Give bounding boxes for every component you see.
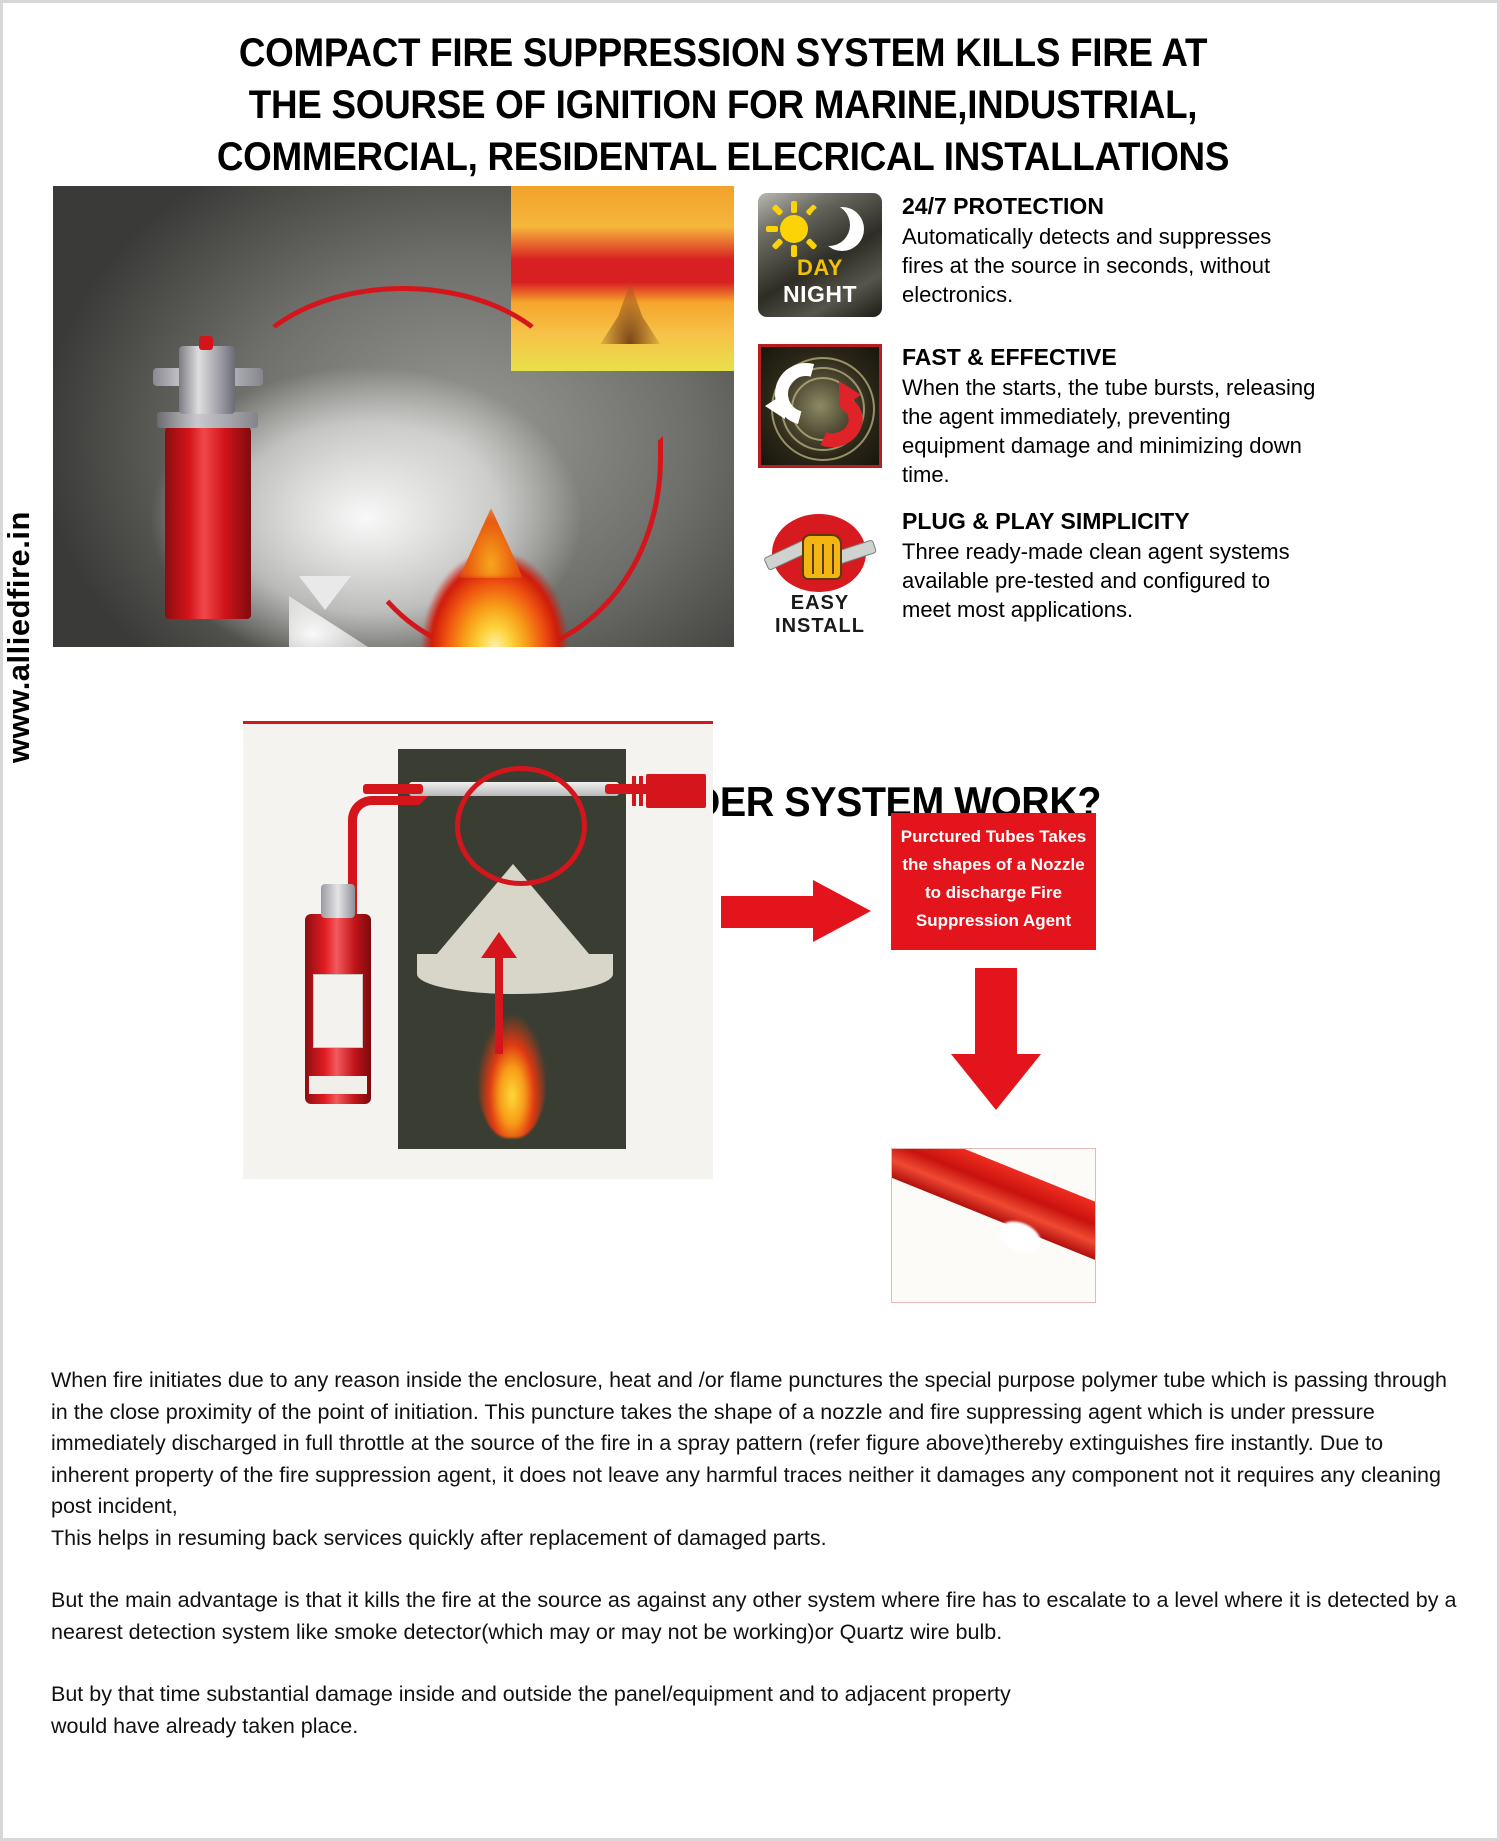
cylinder-collar <box>157 412 258 428</box>
fist-icon <box>802 534 842 580</box>
paragraph-5: would have already taken place. <box>51 1713 359 1738</box>
diagram-up-arrow-shaft <box>495 954 503 1054</box>
feature-heading: 24/7 PROTECTION <box>902 193 1104 219</box>
easy-install-fist-wrench-icon: EASY INSTALL <box>758 508 882 632</box>
red-polymer-tube <box>892 1149 1095 1272</box>
diagram-fire <box>478 986 546 1138</box>
callout-line-1: Purctured Tubes Takes <box>900 827 1087 846</box>
diagram-up-arrow-head <box>481 932 517 958</box>
paragraph-1: When fire initiates due to any reason in… <box>51 1368 1447 1518</box>
arrow-head <box>813 880 871 942</box>
valve-knob <box>199 336 213 350</box>
feature-heading: PLUG & PLAY SIMPLICITY <box>902 508 1190 534</box>
sun-ray <box>791 245 797 257</box>
arrow-head <box>951 1054 1041 1110</box>
diagram-extinguisher-valve <box>321 884 355 918</box>
red-arrow-head <box>839 381 861 409</box>
moon-icon <box>808 204 864 251</box>
diagram-tube-right <box>605 784 655 794</box>
callout-line-2: the shapes of a Nozzle <box>902 855 1085 874</box>
icon-label-night: NIGHT <box>782 281 858 307</box>
feature-body: PLUG & PLAY SIMPLICITY Three ready-made … <box>902 508 1318 624</box>
callout-line-3: to discharge Fire <box>925 883 1062 902</box>
icon-label-day: DAY <box>797 255 843 280</box>
day-night-icon: DAY NIGHT <box>758 193 882 317</box>
sun-ray <box>766 226 778 232</box>
diagram-extinguisher-band <box>309 1076 367 1094</box>
sun-icon <box>780 215 808 243</box>
title-line-1: COMPACT FIRE SUPPRESSION SYSTEM KILLS FI… <box>238 31 1208 75</box>
paragraph-3: But the main advantage is that it kills … <box>51 1588 1457 1644</box>
arrow-shaft <box>721 896 817 928</box>
callout-line-4: Suppression Agent <box>915 911 1072 930</box>
title-line-3: COMMERCIAL, RESIDENTAL ELECRICAL INSTALL… <box>216 135 1230 179</box>
diagram-extinguisher-label <box>313 974 363 1048</box>
body-copy: When fire initiates due to any reason in… <box>51 1365 1461 1742</box>
discharge-nozzle <box>299 576 351 610</box>
sun-ray <box>771 237 784 251</box>
title-line-2: THE SOURSE OF IGNITION FOR MARINE,INDUST… <box>248 83 1198 127</box>
cylinder-valve <box>179 346 235 414</box>
icon-label-easy-install: EASY INSTALL <box>775 592 865 632</box>
punctured-tube-photo <box>891 1148 1096 1303</box>
diagram-tube-left <box>363 784 423 794</box>
system-diagram <box>243 721 713 1179</box>
sun-ray <box>771 203 784 217</box>
website-url: www.alliedfire.in <box>1 511 36 763</box>
diagram-highlight-circle <box>455 766 587 886</box>
callout-box: Purctured Tubes Takes the shapes of a No… <box>891 813 1096 950</box>
feature-text: Three ready-made clean agent systems ava… <box>902 539 1290 622</box>
arrow-shaft <box>975 968 1017 1060</box>
feature-text: When the starts, the tube bursts, releas… <box>902 375 1316 487</box>
red-agent-cylinder <box>165 424 251 619</box>
feature-heading: FAST & EFFECTIVE <box>902 344 1117 370</box>
hero-photo-fire-suppression-demo <box>53 186 734 647</box>
spacer <box>51 1554 1461 1585</box>
feature-body: FAST & EFFECTIVE When the starts, the tu… <box>902 344 1318 489</box>
feature-body: 24/7 PROTECTION Automatically detects an… <box>902 193 1318 309</box>
spacer <box>51 1648 1461 1679</box>
feature-text: Automatically detects and suppresses fir… <box>902 224 1272 307</box>
white-arrow-head <box>765 393 785 419</box>
page-title: COMPACT FIRE SUPPRESSION SYSTEM KILLS FI… <box>116 27 1330 183</box>
arrow-down-icon <box>951 968 1041 1110</box>
paragraph-2: This helps in resuming back services qui… <box>51 1525 827 1550</box>
red-detection-tube-upper <box>233 286 573 416</box>
coil-rotation-arrows-icon <box>758 344 882 468</box>
paragraph-4: But by that time substantial damage insi… <box>51 1682 1011 1706</box>
sun-ray <box>791 201 797 213</box>
arrow-right-icon <box>721 880 871 942</box>
diagram-connector-fitting <box>632 774 706 808</box>
diagram-riser-tube <box>348 796 428 944</box>
